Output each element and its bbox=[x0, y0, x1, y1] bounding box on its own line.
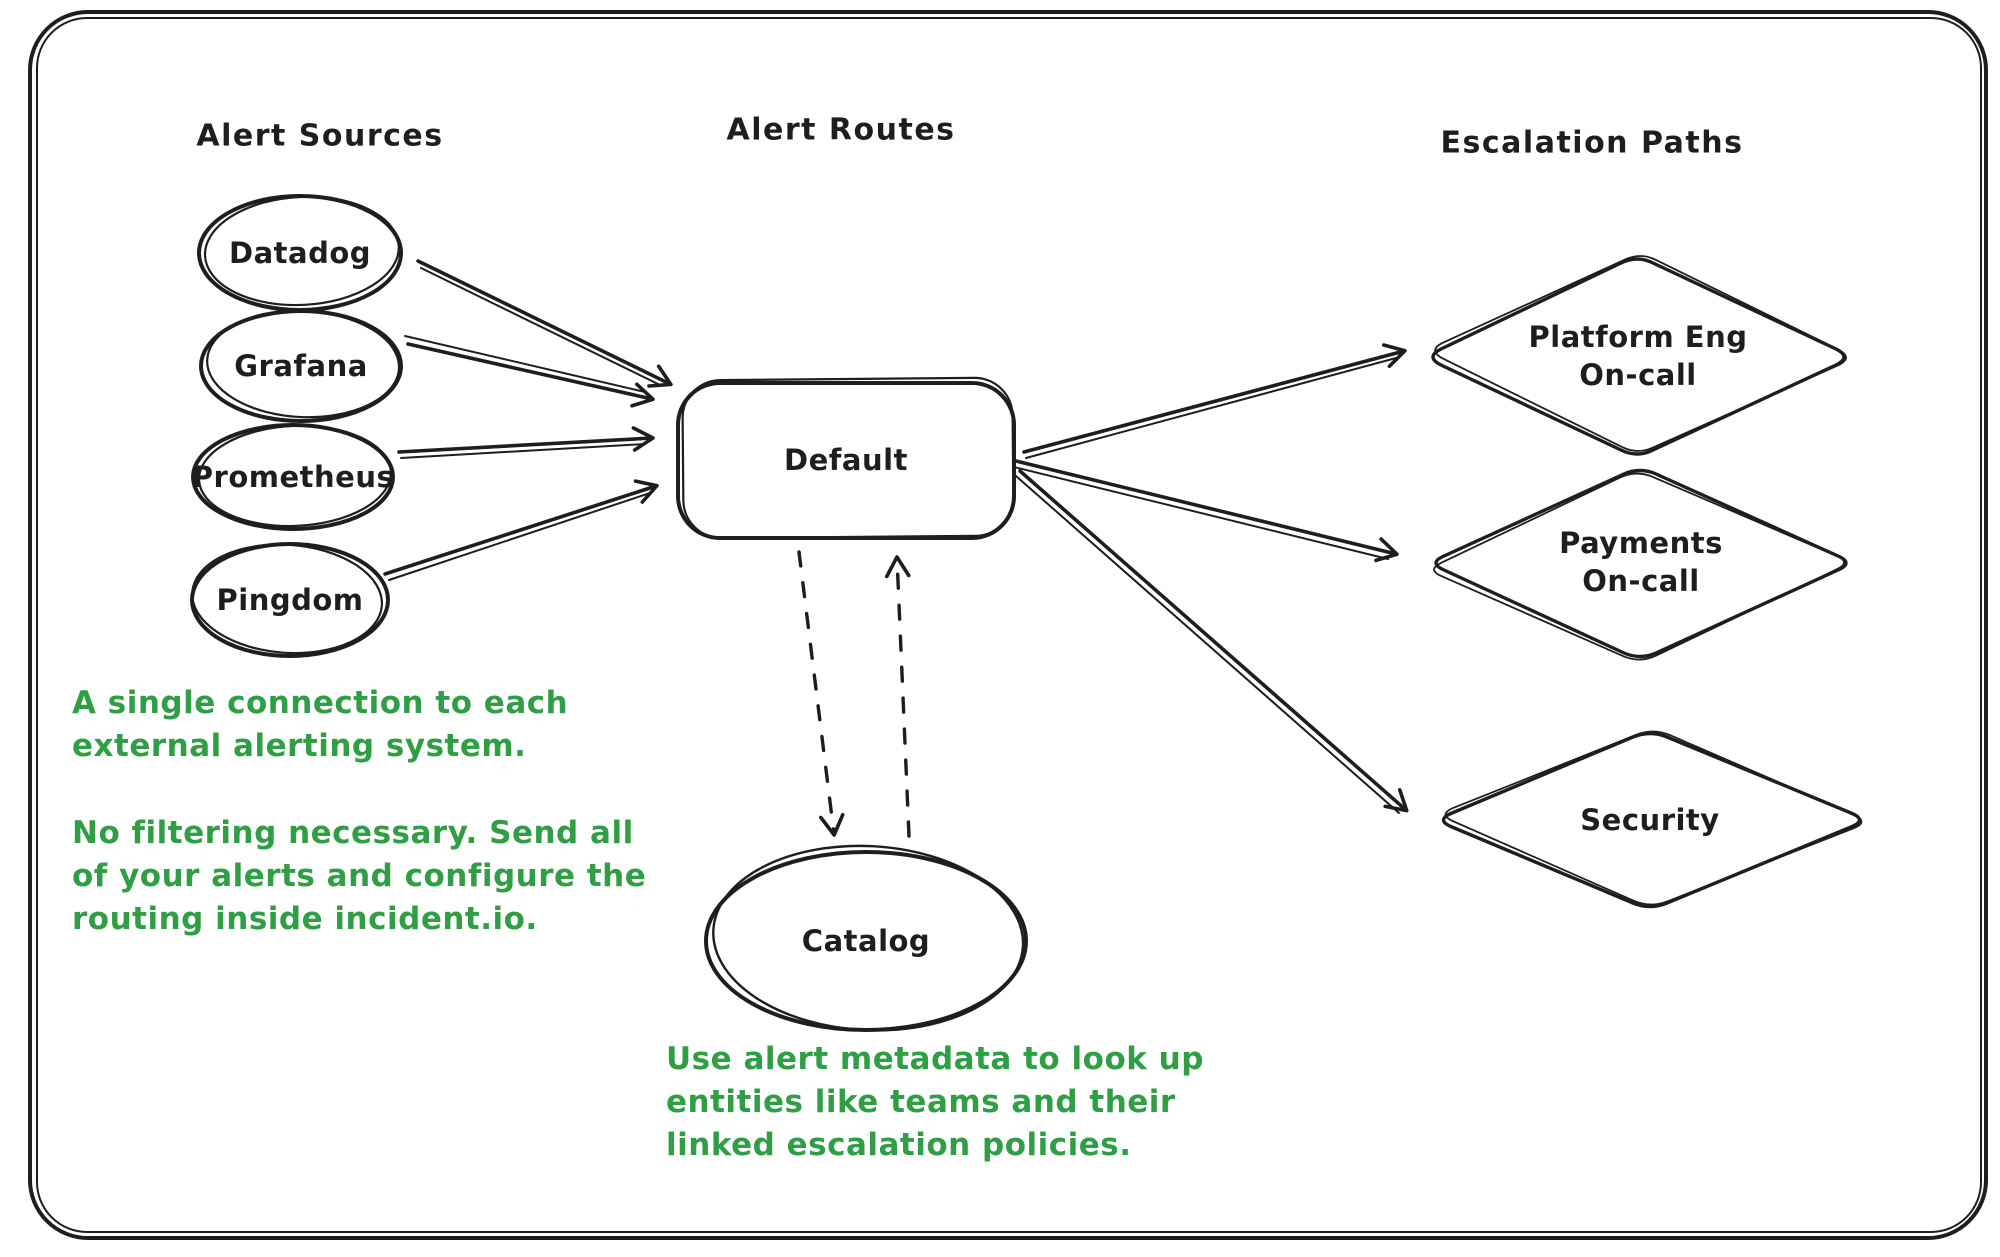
sources-annotation-2: No filtering necessary. Send all of your… bbox=[72, 815, 647, 937]
arrows-default-catalog-dashed bbox=[797, 550, 911, 838]
grafana-node-label: Grafana bbox=[234, 349, 368, 383]
payments-diamond bbox=[1433, 468, 1848, 661]
pingdom-node-label: Pingdom bbox=[216, 583, 364, 617]
grafana-ellipse bbox=[199, 309, 403, 423]
prometheus-ellipse bbox=[191, 423, 395, 531]
alert-routes-title: Alert Routes bbox=[726, 112, 956, 148]
catalog-annotation: Use alert metadata to look up entities l… bbox=[666, 1041, 1204, 1163]
arrows-sources-to-default bbox=[383, 259, 673, 581]
default-route-box bbox=[676, 376, 1016, 540]
security-label: Security bbox=[1580, 803, 1720, 837]
security-diamond bbox=[1441, 730, 1863, 909]
platform-eng-label: Platform Eng On-call bbox=[1528, 320, 1748, 392]
escalation-paths-title: Escalation Paths bbox=[1440, 125, 1744, 161]
default-route-label: Default bbox=[784, 443, 908, 477]
alert-sources-title: Alert Sources bbox=[196, 118, 444, 154]
platform-eng-diamond bbox=[1431, 255, 1847, 456]
arrows-default-to-escalations bbox=[1013, 343, 1409, 814]
payments-label: Payments On-call bbox=[1559, 526, 1723, 598]
frame-border bbox=[28, 10, 1988, 1240]
catalog-node-label: Catalog bbox=[801, 924, 931, 958]
catalog-ellipse bbox=[704, 844, 1028, 1032]
sources-annotation-1: A single connection to each external ale… bbox=[72, 685, 569, 764]
pingdom-ellipse bbox=[190, 542, 390, 658]
prometheus-node-label: Prometheus bbox=[191, 460, 395, 494]
datadog-node-label: Datadog bbox=[228, 236, 372, 270]
